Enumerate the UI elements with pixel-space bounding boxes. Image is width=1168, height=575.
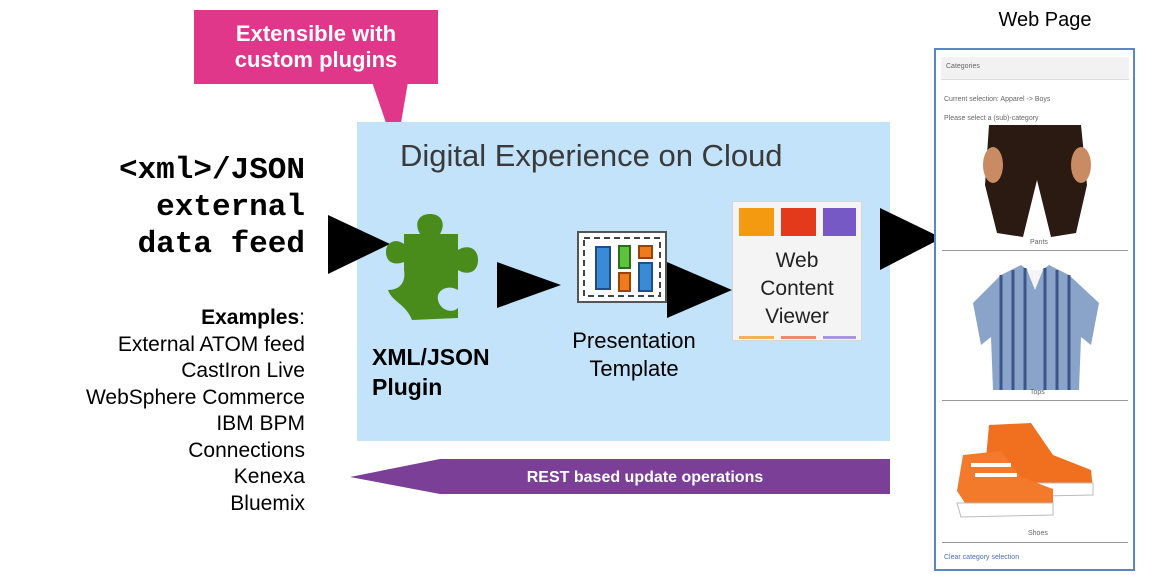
webpage-header-text: Categories: [946, 63, 980, 70]
rest-arrow: [350, 459, 890, 494]
arrow-feed-to-plugin: [328, 215, 390, 274]
cloud-title: Digital Experience on Cloud: [400, 138, 783, 173]
feed-line-3: data feed: [137, 227, 305, 262]
arrow-template-to-viewer: [667, 262, 732, 318]
plugin-label-line-2: Plugin: [372, 374, 443, 400]
webpage-divider: [942, 250, 1128, 251]
data-feed-label: <xml>/JSON external data feed: [20, 152, 305, 263]
shirt-image: [973, 265, 1099, 390]
pants-image: [983, 125, 1091, 237]
wcv-line-2: Content: [760, 277, 834, 300]
webpage-current-selection: Current selection: Apparel -> Boys: [944, 96, 1051, 103]
webpage-select-prompt: Please select a (sub)-category: [944, 115, 1039, 122]
callout-line-2: custom plugins: [234, 47, 398, 72]
webpage-divider: [942, 400, 1128, 401]
example-item: Kenexa: [233, 465, 305, 488]
examples-heading: Examples: [201, 306, 300, 329]
presentation-label-line-2: Template: [589, 356, 679, 381]
presentation-label: Presentation Template: [554, 327, 714, 383]
webpage-item-shoes[interactable]: Shoes: [1028, 530, 1048, 537]
feed-line-1: <xml>/JSON: [118, 153, 305, 188]
presentation-template-icon: [577, 231, 667, 303]
webpage-item-pants[interactable]: Pants: [1030, 239, 1048, 246]
example-item: Connections: [188, 438, 305, 462]
callout-line-1: Extensible with: [235, 21, 397, 46]
plugin-label: XML/JSON Plugin: [372, 342, 490, 402]
example-item: Bluemix: [230, 491, 305, 515]
arrow-to-webpage: [880, 208, 942, 270]
plugin-label-line-1: XML/JSON: [372, 344, 490, 370]
shoes-image: [956, 423, 1094, 518]
presentation-label-line-1: Presentation: [572, 328, 696, 353]
arrow-plugin-to-template: [497, 262, 561, 308]
product-images: [956, 125, 1099, 518]
examples-list: Examples: External ATOM feed CastIron Li…: [0, 305, 305, 517]
web-content-viewer-label: Web Content Viewer: [733, 247, 861, 331]
puzzle-icon: [386, 214, 478, 320]
example-item: CastIron Live: [181, 359, 305, 382]
wcv-line-3: Viewer: [765, 305, 829, 328]
webpage-title: Web Page: [998, 9, 1092, 31]
feed-line-2: external: [156, 190, 305, 225]
example-item: External ATOM feed: [117, 332, 305, 356]
webpage-divider: [942, 542, 1128, 543]
web-content-viewer-box: [732, 201, 862, 341]
webpage-header: Categories: [941, 57, 1129, 80]
example-item: IBM BPM: [216, 412, 305, 435]
wcv-line-1: Web: [775, 249, 819, 272]
webpage-clear-link[interactable]: Clear category selection: [944, 554, 1020, 561]
example-item: WebSphere Commerce: [85, 385, 305, 409]
webpage-item-tops[interactable]: Tops: [1030, 389, 1045, 396]
plugins-callout: Extensible with custom plugins: [194, 10, 438, 84]
rest-label: REST based update operations: [526, 469, 764, 486]
